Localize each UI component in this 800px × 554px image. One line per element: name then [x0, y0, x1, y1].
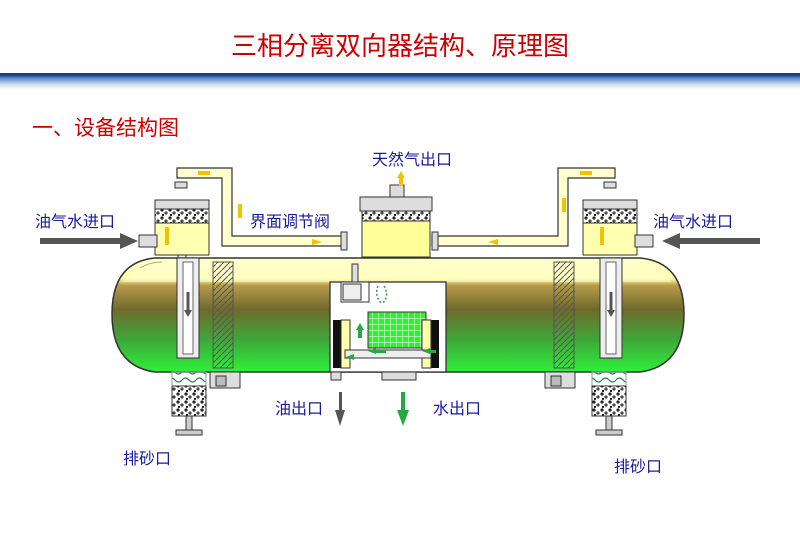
gas-outlet-column [359, 171, 433, 258]
oil-outlet-label: 油出口 [275, 399, 324, 418]
inlet-arrow-left [40, 233, 138, 249]
gas-outlet-label: 天然气出口 [372, 150, 453, 169]
water-outlet-arrow [397, 392, 409, 426]
section-heading: 一、设备结构图 [32, 116, 179, 140]
sand-drain-label-left: 排砂口 [123, 449, 172, 468]
inlet-label-right: 油气水进口 [653, 212, 734, 231]
inlet-arrow-right [662, 233, 760, 249]
right-cyclone-head [582, 199, 654, 256]
sand-drain-label-right: 排砂口 [614, 457, 663, 476]
left-cyclone-head [138, 199, 210, 263]
center-chamber [329, 263, 447, 381]
sand-drain-left [171, 371, 207, 436]
water-outlet-label: 水出口 [433, 399, 482, 418]
sand-drain-right [591, 371, 627, 436]
left-downcomer [176, 257, 234, 369]
inlet-label-left: 油气水进口 [35, 212, 116, 231]
interface-valve-label: 界面调节阀 [250, 212, 331, 231]
oil-outlet-arrow [335, 392, 345, 426]
title-divider [0, 73, 800, 89]
page-title: 三相分离双向器结构、原理图 [230, 32, 569, 62]
right-downcomer [553, 257, 623, 369]
